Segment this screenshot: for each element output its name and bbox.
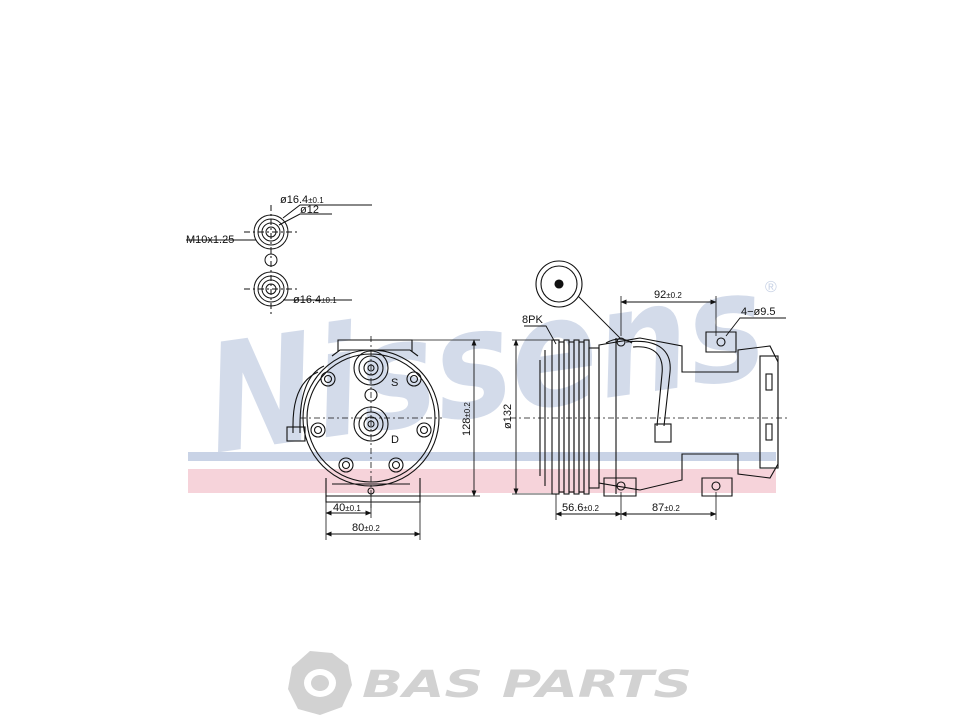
side-view: [510, 260, 790, 520]
fitting-thread: M10x1.25: [186, 234, 234, 246]
pulley-offset-dim: 56.6±0.2: [562, 502, 599, 514]
mount-offset-dim: 87±0.2: [652, 502, 680, 514]
bas-parts-logo: BAS PARTS: [288, 651, 692, 715]
front-full-width-dim: 80±0.2: [352, 522, 380, 534]
front-bolts: [310, 371, 432, 473]
front-half-width-dim: 40±0.1: [333, 502, 361, 514]
port-discharge-label: D: [391, 434, 399, 446]
pulley-diameter-dim: ø132: [502, 404, 514, 429]
front-height-dim: 128±0.2: [461, 402, 473, 436]
watermark-brand-text: Nissens: [196, 238, 775, 488]
watermark-blue-band: [188, 452, 776, 461]
belt-type-label: 8PK: [522, 314, 543, 326]
fitting-dia-outer-top: ø16.4±0.1: [280, 194, 324, 206]
front-view: [286, 336, 480, 540]
fitting-dia-inner: ø12: [300, 204, 319, 216]
fitting-dia-outer-bottom: ø16.4±0.1: [293, 294, 337, 306]
nissens-watermark: Nissens ®: [188, 238, 777, 493]
port-suction-label: S: [391, 377, 398, 389]
bas-parts-emblem-icon: [288, 651, 352, 715]
fitting-detail: [186, 204, 372, 316]
watermark-registered-mark: ®: [765, 279, 777, 296]
pulley-grooves: [551, 339, 590, 495]
mount-spacing-dim: 92±0.2: [654, 289, 682, 301]
mount-holes-dim: 4−ø9.5: [741, 306, 776, 318]
bas-parts-logo-text: BAS PARTS: [362, 663, 692, 706]
